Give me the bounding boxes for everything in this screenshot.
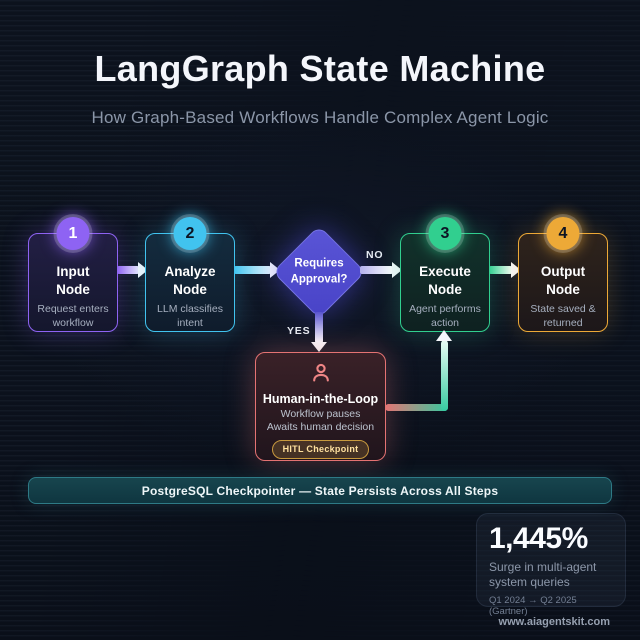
- node-output: 4 Output Node State saved & returned: [518, 217, 608, 332]
- stat-value: 1,445%: [489, 522, 588, 555]
- step-number-badge: 1: [56, 217, 90, 250]
- node-description: LLM classifies intent: [157, 303, 223, 329]
- website-url: www.aiagentskit.com: [498, 616, 610, 628]
- step-number-badge: 3: [428, 217, 462, 250]
- stat-caption: Q1 2024 → Q2 2025 (Gartner): [489, 595, 577, 617]
- header: LangGraph State Machine How Graph-Based …: [0, 48, 640, 128]
- decision-label: Requires Approval?: [290, 257, 348, 285]
- hitl-description-line1: Workflow pauses: [280, 408, 361, 420]
- node-title: Execute Node: [419, 264, 471, 297]
- human-in-the-loop-node: Human-in-the-Loop Workflow pauses Awaits…: [255, 352, 386, 461]
- step-number-badge: 4: [546, 217, 580, 250]
- arrowhead-right-icon: [511, 262, 521, 278]
- stat-description: Surge in multi-agent system queries: [489, 560, 597, 589]
- decision-requires-approval: Requires Approval?: [272, 225, 366, 319]
- node-title: Analyze Node: [164, 264, 216, 297]
- node-description: Agent performs action: [409, 303, 481, 329]
- node-analyze: 2 Analyze Node LLM classifies intent: [145, 217, 235, 332]
- arrow-input-to-analyze: [117, 262, 148, 278]
- node-description: Request enters workflow: [37, 303, 109, 329]
- branch-label-yes: YES: [287, 325, 311, 337]
- arrow-analyze-to-decision: [234, 262, 280, 278]
- node-input: 1 Input Node Request enters workflow: [28, 217, 118, 332]
- node-description: State saved & returned: [530, 303, 596, 329]
- arrow-decision-to-hitl: [311, 312, 327, 352]
- arrowhead-right-icon: [138, 262, 148, 278]
- branch-label-no: NO: [366, 249, 384, 261]
- arrowhead-right-icon: [270, 262, 280, 278]
- hitl-checkpoint-badge: HITL Checkpoint: [271, 440, 370, 460]
- page-subtitle: How Graph-Based Workflows Handle Complex…: [91, 108, 549, 127]
- connector-hitl-horizontal: [385, 404, 448, 411]
- postgres-checkpointer-banner: PostgreSQL Checkpointer — State Persists…: [28, 477, 612, 504]
- stat-card: 1,445% Surge in multi-agent system queri…: [476, 513, 626, 617]
- step-number-badge: 2: [173, 217, 207, 250]
- arrow-decision-to-execute: [360, 262, 402, 278]
- node-title: Input Node: [56, 264, 90, 297]
- person-icon: [256, 361, 385, 390]
- page-title: LangGraph State Machine: [94, 48, 546, 89]
- connector-hitl-vertical: [441, 340, 448, 411]
- node-title: Output Node: [540, 264, 586, 297]
- arrow-execute-to-output: [489, 262, 521, 278]
- arrowhead-right-icon: [392, 262, 402, 278]
- arrowhead-down-icon: [311, 342, 327, 352]
- hitl-description-line2: Awaits human decision: [266, 421, 375, 434]
- node-execute: 3 Execute Node Agent performs action: [400, 217, 490, 332]
- hitl-title: Human-in-the-Loop: [262, 392, 379, 406]
- arrowhead-up-icon: [436, 330, 452, 341]
